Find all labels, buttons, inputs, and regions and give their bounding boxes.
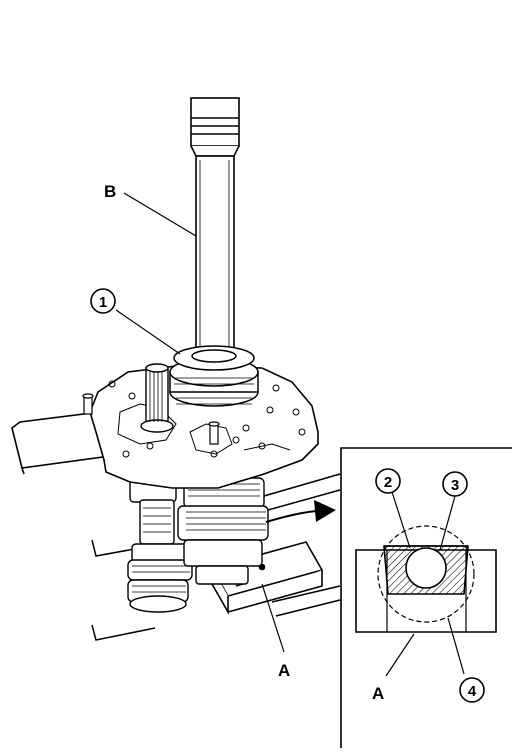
leader-lines	[115, 192, 285, 653]
bearing-gear-teeth	[174, 377, 254, 405]
callout-1: 1	[99, 294, 107, 311]
detail-view: 2 3 4 A	[340, 447, 512, 748]
bearing-part-1	[169, 345, 259, 407]
label-a-main: A	[278, 661, 290, 680]
callout-2: 2	[384, 474, 392, 491]
callout-circle-3	[442, 471, 468, 497]
bench-rails	[91, 473, 341, 641]
detail-arrow	[265, 500, 336, 523]
callout-4: 4	[468, 683, 477, 700]
press-tool-b	[190, 97, 240, 351]
bolt-right	[208, 421, 220, 445]
label-b: B	[104, 182, 116, 201]
gear-teeth	[132, 483, 266, 593]
plate-details	[108, 380, 306, 458]
callout-circle-4	[459, 677, 485, 703]
input-shaft-stub	[140, 363, 174, 433]
bolt-left	[82, 393, 94, 415]
callout-circle-2	[375, 468, 401, 494]
callout-3: 3	[451, 477, 459, 494]
label-a-detail: A	[372, 684, 384, 703]
callout-circle-1	[90, 288, 116, 314]
